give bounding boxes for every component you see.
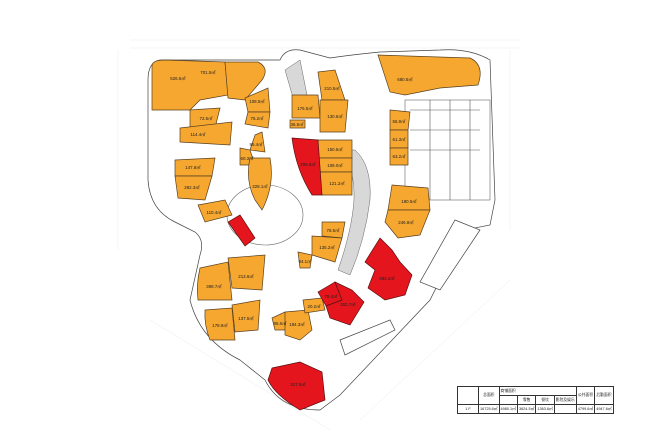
unit-label: 526.5㎡ bbox=[170, 75, 186, 81]
unit-label: 130.6㎡ bbox=[327, 113, 343, 119]
cell-service: 4947.6㎡ bbox=[594, 404, 614, 414]
header-dining: 餐饮 bbox=[535, 395, 555, 405]
unit-label: 108.5㎡ bbox=[249, 98, 265, 104]
unit-label: 178.9㎡ bbox=[212, 322, 228, 328]
header-cinema: 影院及娱乐 bbox=[553, 395, 577, 405]
unit-label: 180.5㎡ bbox=[401, 198, 417, 204]
cell-total: 16725.6㎡ bbox=[478, 404, 500, 414]
unit-label: 176.5㎡ bbox=[297, 105, 313, 111]
area-summary-table: 总面积 商铺面积 公共面积 后勤面积 零售 餐饮 影院及娱乐 1 F 16725… bbox=[457, 386, 614, 414]
unit-label: 317.5㎡ bbox=[290, 381, 306, 387]
unit-label: 75.2㎡ bbox=[251, 115, 265, 121]
unit-label: 398.7㎡ bbox=[206, 283, 222, 289]
grid-lines bbox=[117, 39, 520, 431]
unit-label: 95.6㎡ bbox=[274, 320, 288, 326]
unit-label: 108.0㎡ bbox=[327, 162, 343, 168]
unit-label: 114.4㎡ bbox=[190, 131, 206, 137]
header-retail: 零售 bbox=[516, 395, 537, 405]
cell-retail: 3624.5㎡ bbox=[516, 404, 537, 414]
escalator-ramp bbox=[337, 149, 371, 276]
unit-label: 701.5㎡ bbox=[200, 69, 216, 75]
unit-label: 78.5㎡ bbox=[327, 227, 341, 233]
floor-label: 1 F bbox=[457, 404, 479, 414]
unit-label: 63.2㎡ bbox=[393, 153, 407, 159]
unit-label: 121.2㎡ bbox=[329, 180, 345, 186]
unit-label: 202.7㎡ bbox=[340, 301, 356, 307]
unit-label: 680.5㎡ bbox=[397, 76, 413, 82]
unit-label: 94.1㎡ bbox=[299, 258, 313, 264]
unit-label: 20.2㎡ bbox=[308, 303, 322, 309]
unit-label: 72.5㎡ bbox=[200, 115, 214, 121]
unit-labels: 701.5㎡ 526.5㎡ 72.5㎡ 114.4㎡ 147.8㎡ 282.3㎡… bbox=[170, 69, 417, 387]
unit-label: 61.3㎡ bbox=[393, 136, 407, 142]
unit-label: 282.3㎡ bbox=[184, 184, 200, 190]
unit-label: 36.5㎡ bbox=[291, 121, 305, 127]
cell-shops: 4980.1㎡ bbox=[498, 404, 518, 414]
header-service: 后勤面积 bbox=[594, 386, 614, 405]
unit-label: 210.5㎡ bbox=[324, 85, 340, 91]
header-shops: 商铺面积 bbox=[498, 386, 577, 396]
unit-label: 328.1㎡ bbox=[252, 183, 268, 189]
stair-highlight bbox=[227, 214, 256, 247]
core-details bbox=[410, 100, 480, 200]
cell-public: 4799.6㎡ bbox=[575, 404, 596, 414]
retail-units bbox=[151, 54, 481, 341]
header-total: 总面积 bbox=[478, 386, 500, 405]
unit-label: 184.3㎡ bbox=[289, 321, 305, 327]
unit-label: 147.8㎡ bbox=[185, 164, 201, 170]
unit-label: 483.4㎡ bbox=[379, 275, 395, 281]
unit-label: 60.3㎡ bbox=[241, 155, 255, 161]
side-wing bbox=[419, 219, 481, 291]
unit-label: 246.8㎡ bbox=[398, 219, 414, 225]
unit-label: 150.5㎡ bbox=[327, 146, 343, 152]
highlighted-units bbox=[227, 137, 413, 411]
unit-label: 96.4㎡ bbox=[250, 141, 264, 147]
unit-label: 135.2㎡ bbox=[319, 244, 335, 250]
unit-label: 137.5㎡ bbox=[238, 315, 254, 321]
cell-cinema bbox=[553, 404, 577, 414]
header-public: 公共面积 bbox=[575, 386, 596, 405]
unit-label: 209.6㎡ bbox=[300, 161, 316, 167]
lower-annex bbox=[339, 319, 396, 356]
unit-label: 110.4㎡ bbox=[206, 209, 222, 215]
unit-label: 55.9㎡ bbox=[393, 118, 407, 124]
cell-dining: 1363.6㎡ bbox=[535, 404, 555, 414]
unit-label: 213.6㎡ bbox=[238, 273, 254, 279]
unit-label: 78.4㎡ bbox=[325, 293, 339, 299]
